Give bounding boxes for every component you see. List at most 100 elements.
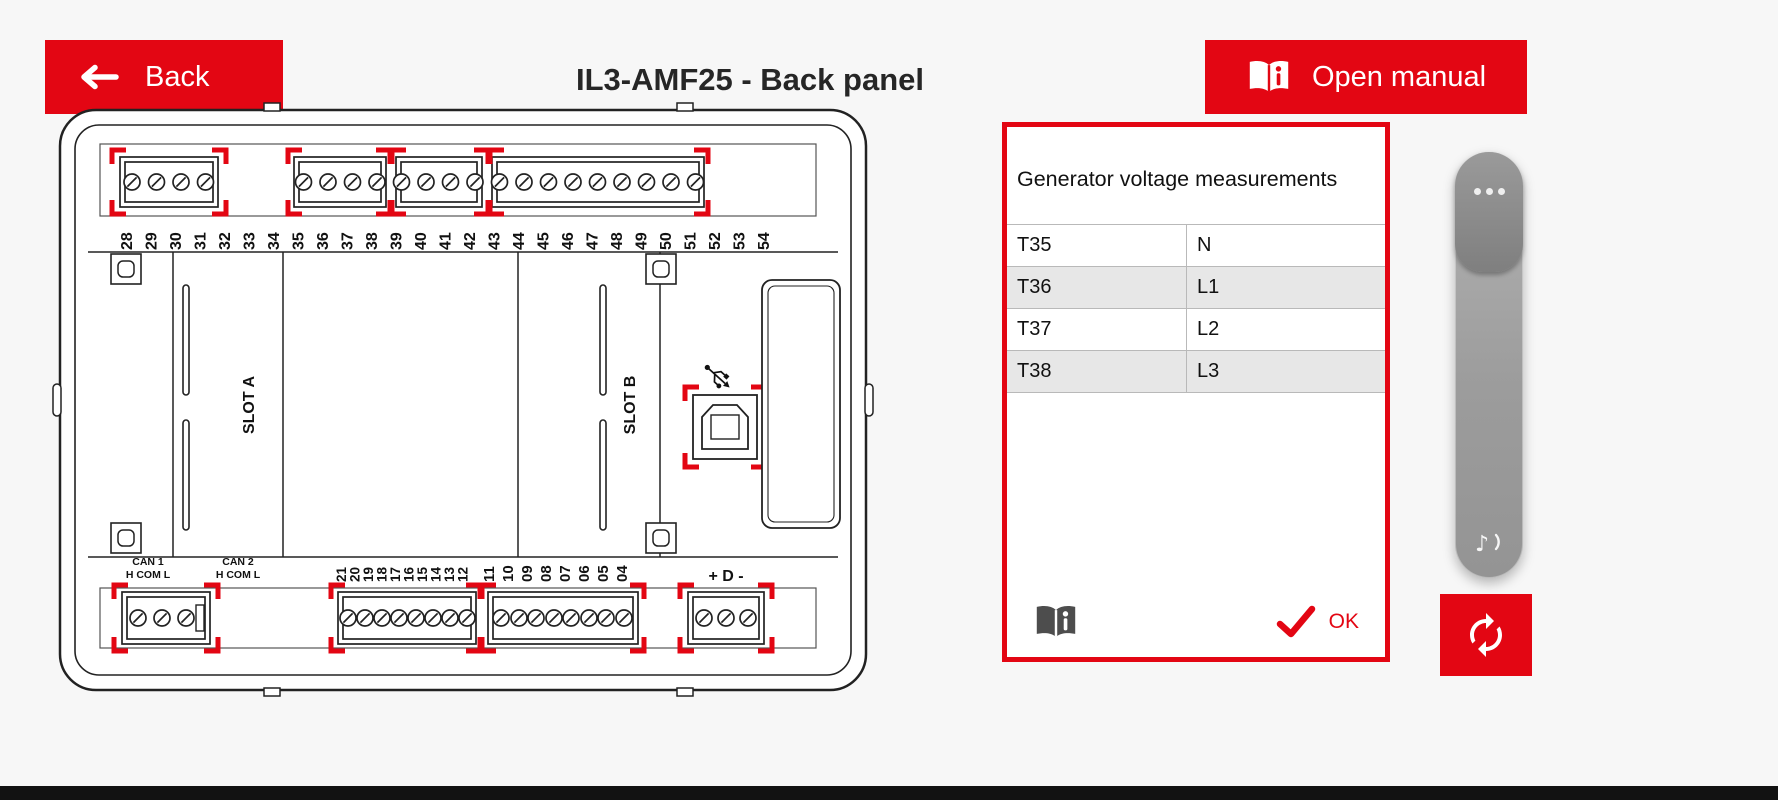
slider-handle[interactable]: [1455, 152, 1523, 272]
terminal-number: 34: [266, 232, 283, 250]
terminal-number: 41: [438, 232, 455, 250]
terminal-number: 04: [614, 565, 631, 582]
terminal-table: T35 N T36 L1 T37 L2 T38 L3: [1007, 224, 1385, 393]
slot-b-label: SLOT B: [622, 376, 639, 435]
top-terminal-tray: [99, 143, 817, 217]
terminal-number: 44: [511, 232, 528, 250]
panel-title: Generator voltage measurements: [1017, 167, 1338, 191]
terminal-number: 15: [415, 566, 430, 582]
can-labels: CAN 1 H COM L CAN 2 H COM L: [126, 556, 261, 581]
terminal-number: 45: [536, 232, 553, 250]
terminals-35-38-hotspot[interactable]: [285, 147, 393, 217]
terminal-number: 19: [361, 567, 376, 582]
d-terminal-label: + D -: [708, 568, 743, 585]
terminal-cell: T36: [1007, 266, 1187, 309]
terminal-number: 42: [462, 232, 479, 250]
terminals-21-12-hotspot[interactable]: [328, 582, 483, 654]
top-terminal-numbers: 28 29 30 31 32 33 34 35 36 37 38 39 40 4…: [119, 232, 773, 250]
side-tab: [864, 383, 874, 417]
ok-button[interactable]: OK: [1275, 605, 1359, 639]
terminal-number: 48: [609, 232, 626, 250]
can2-pins-label: H COM L: [216, 569, 261, 581]
table-row: T38 L3: [1007, 350, 1385, 393]
table-row: T35 N: [1007, 224, 1385, 267]
table-row: T36 L1: [1007, 266, 1385, 309]
can1-label: CAN 1: [132, 556, 164, 568]
usb-port-hotspot[interactable]: [682, 360, 768, 470]
terminal-number: 31: [193, 232, 210, 250]
mount-tab: [263, 102, 281, 112]
terminal-number: 14: [429, 566, 444, 582]
terminal-number: 18: [375, 566, 390, 582]
mount-tab: [676, 687, 694, 697]
value-cell: L1: [1186, 266, 1385, 309]
terminal-number: 20: [348, 567, 363, 582]
chassis-separators: [88, 251, 838, 558]
terminal-number: 47: [585, 232, 602, 250]
ok-label: OK: [1328, 610, 1359, 633]
terminal-number: 50: [658, 232, 675, 250]
terminal-number: 32: [217, 232, 234, 250]
back-label: Back: [145, 60, 210, 93]
sound-icon: ♪: [1475, 532, 1500, 557]
open-manual-button[interactable]: Open manual: [1205, 40, 1527, 114]
terminal-number: 39: [389, 232, 406, 250]
terminal-cell: T35: [1007, 224, 1187, 267]
value-cell: L3: [1186, 350, 1385, 393]
slot-a-opening: [182, 419, 190, 531]
terminal-number: 38: [364, 232, 381, 250]
terminal-number: 30: [168, 232, 185, 250]
mount-clips: [110, 253, 677, 554]
manual-book-icon: [1249, 61, 1289, 92]
slot-a-opening: [182, 284, 190, 396]
terminal-number: 33: [242, 232, 259, 250]
volume-slider[interactable]: ♪: [1455, 152, 1523, 578]
back-arrow-icon: [81, 64, 119, 90]
back-button[interactable]: Back: [45, 40, 283, 114]
terminals-39-42-hotspot[interactable]: [389, 147, 491, 217]
terminals-43-51-hotspot[interactable]: [487, 147, 711, 217]
bottom-terminal-numbers-right: 11 10 09 08 07 06 05 04: [481, 565, 631, 582]
grip-dots-icon: [1455, 188, 1523, 195]
terminal-number: 43: [487, 232, 504, 250]
terminal-number: 17: [388, 567, 403, 582]
bottom-terminal-numbers-left: 21 20 19 18 17 16 15 14 13 12: [334, 566, 471, 582]
terminal-number: 54: [756, 232, 773, 250]
terminal-number: 12: [456, 567, 471, 582]
manual-section-button[interactable]: [1033, 603, 1079, 641]
refresh-button[interactable]: [1440, 594, 1532, 676]
slot-b-opening: [599, 419, 607, 531]
d-terminal-hotspot[interactable]: [677, 582, 775, 654]
can-terminals-hotspot[interactable]: [111, 582, 221, 654]
bottom-bar: [0, 786, 1778, 800]
terminal-number: 37: [340, 232, 357, 250]
terminals-11-04-hotspot[interactable]: [479, 582, 647, 654]
terminal-number: 52: [707, 232, 724, 250]
terminal-number: 28: [119, 232, 136, 250]
terminal-number: 09: [519, 565, 536, 582]
terminal-number: 40: [413, 232, 430, 250]
terminal-number: 08: [538, 565, 555, 582]
page-title: IL3-AMF25 - Back panel: [576, 62, 924, 97]
book-info-icon: [1036, 606, 1076, 637]
terminal-info-panel: Generator voltage measurements T35 N T36…: [1002, 122, 1390, 662]
terminal-number: 11: [481, 566, 498, 582]
mount-tab: [676, 102, 694, 112]
terminal-number: 29: [144, 232, 161, 250]
panel-footer: OK: [1033, 603, 1359, 641]
slot-b-opening: [599, 284, 607, 396]
value-cell: N: [1186, 224, 1385, 267]
terminals-28-31-hotspot[interactable]: [109, 147, 229, 217]
open-manual-label: Open manual: [1311, 60, 1487, 93]
side-tab: [52, 383, 62, 417]
svg-text:♪: ♪: [1475, 532, 1489, 557]
table-row: T37 L2: [1007, 308, 1385, 351]
terminal-number: 07: [557, 565, 574, 582]
terminal-number: 10: [500, 565, 517, 582]
terminal-cell: T38: [1007, 350, 1187, 393]
terminal-number: 13: [442, 566, 457, 582]
terminal-cell: T37: [1007, 308, 1187, 351]
slot-b-area: SLOT B: [599, 284, 639, 531]
cover-plate: [761, 279, 841, 529]
